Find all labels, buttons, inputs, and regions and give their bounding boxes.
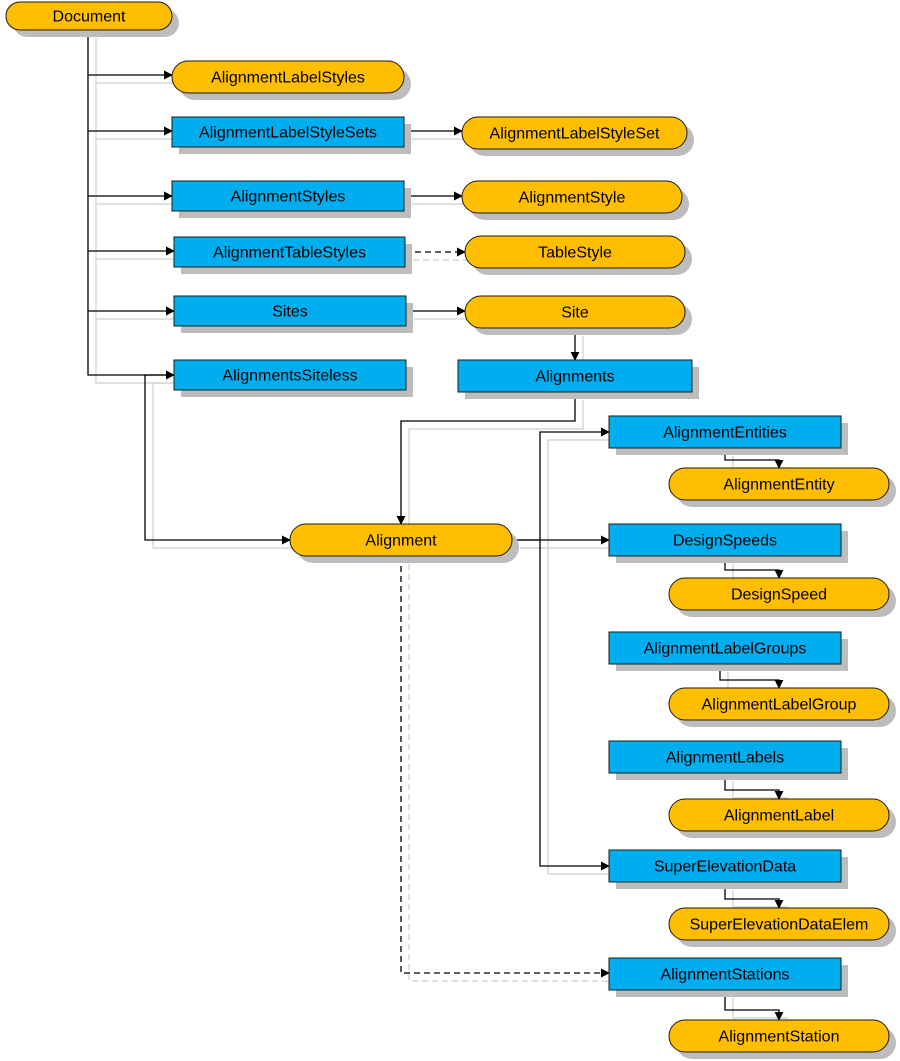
object-shape	[464, 235, 686, 269]
collection-shape	[608, 523, 842, 557]
object-shape	[668, 907, 890, 941]
connector-shadow	[408, 400, 584, 532]
node-alignment-label[interactable]: AlignmentLabel	[668, 798, 896, 838]
node-label: Alignment	[365, 533, 437, 550]
connector-shadow	[95, 259, 182, 320]
object-shape	[668, 577, 890, 611]
node-alignment-table-styles[interactable]: AlignmentTableStyles	[173, 236, 412, 274]
connector-shadow	[95, 319, 182, 384]
node-alignments[interactable]: Alignments	[457, 359, 699, 399]
object-shape	[668, 687, 890, 721]
node-label: AlignmentStyles	[231, 189, 346, 206]
collection-shape	[608, 631, 842, 665]
object-shape	[461, 116, 688, 150]
node-alignment-label-style-set[interactable]: AlignmentLabelStyleSet	[461, 116, 694, 156]
node-label: AlignmentLabelGroup	[702, 697, 857, 714]
node-label: AlignmentStations	[661, 967, 790, 984]
node-label: SuperElevationDataElem	[690, 917, 869, 934]
node-alignment[interactable]: Alignment	[289, 523, 519, 563]
node-alignment-style[interactable]: AlignmentStyle	[461, 180, 689, 220]
node-label: AlignmentTableStyles	[213, 245, 366, 262]
connector-shadow	[547, 548, 617, 875]
node-sites[interactable]: Sites	[173, 295, 413, 333]
node-label: AlignmentLabels	[666, 750, 784, 767]
connector-document-to-sites	[87, 251, 175, 316]
node-alignment-label-groups[interactable]: AlignmentLabelGroups	[608, 631, 848, 671]
collection-shape	[457, 359, 693, 393]
node-alignment-styles[interactable]: AlignmentStyles	[171, 180, 411, 218]
node-alignment-entity[interactable]: AlignmentEntity	[668, 467, 896, 507]
object-shape	[668, 467, 890, 501]
connector-alignments-to-alignment	[396, 392, 576, 525]
connector-shadow	[408, 564, 617, 982]
connector-shadow	[95, 139, 180, 205]
connector-alignment-labels-to-alignment-label	[724, 773, 784, 800]
node-label: AlignmentStation	[719, 1029, 840, 1046]
object-shape	[5, 1, 173, 31]
object-shape	[289, 523, 513, 557]
connector-shadow	[95, 38, 180, 84]
connector-document-to-alignment-styles	[87, 131, 173, 201]
node-alignment-stations[interactable]: AlignmentStations	[608, 957, 848, 997]
node-alignment-labels[interactable]: AlignmentLabels	[608, 740, 848, 780]
node-label: AlignmentLabel	[724, 808, 834, 825]
connector-shadow	[520, 439, 617, 549]
node-label: AlignmentStyle	[519, 190, 626, 207]
object-shape	[171, 60, 405, 94]
collection-shape	[171, 116, 405, 148]
node-alignments-siteless[interactable]: AlignmentsSiteless	[173, 359, 413, 397]
node-label: AlignmentEntity	[723, 477, 834, 494]
object-shape	[464, 295, 686, 329]
connector-shadow	[152, 382, 298, 549]
node-alignment-label-styles[interactable]: AlignmentLabelStyles	[171, 60, 411, 100]
node-label: AlignmentLabelStyleSets	[199, 125, 377, 142]
node-table-style[interactable]: TableStyle	[464, 235, 692, 275]
node-label: AlignmentLabelGroups	[644, 641, 807, 658]
connector-super-elevation-data-to-super-elevation-data-elem	[724, 882, 784, 909]
connector-alignment-to-alignment-entities	[512, 427, 610, 541]
collection-shape	[608, 849, 842, 883]
node-label: AlignmentLabelStyleSet	[490, 126, 660, 143]
connector-alignment-stations-to-alignment-station	[724, 990, 784, 1021]
node-label: Alignments	[535, 369, 614, 386]
collection-shape	[173, 359, 407, 391]
connector-alignments-siteless-to-alignment	[144, 374, 291, 545]
node-alignment-station[interactable]: AlignmentStation	[668, 1019, 896, 1059]
connector-alignment-to-super-elevation-data	[539, 540, 610, 871]
collection-shape	[171, 180, 405, 212]
collection-shape	[608, 740, 842, 774]
node-label: AlignmentLabelStyles	[211, 70, 365, 87]
node-super-elevation-data[interactable]: SuperElevationData	[608, 849, 848, 889]
node-alignment-entities[interactable]: AlignmentEntities	[608, 415, 848, 455]
connector-alignment-label-groups-to-alignment-label-group	[719, 664, 784, 689]
collection-shape	[173, 295, 407, 327]
connector-alignment-to-alignment-stations	[400, 556, 610, 978]
node-label: AlignmentsSiteless	[222, 368, 357, 385]
node-design-speeds[interactable]: DesignSpeeds	[608, 523, 848, 563]
node-super-elevation-data-elem[interactable]: SuperElevationDataElem	[668, 907, 896, 947]
collection-shape	[608, 415, 842, 449]
object-shape	[461, 180, 683, 214]
node-label: DesignSpeed	[731, 587, 827, 604]
node-label: AlignmentEntities	[663, 425, 787, 442]
object-shape	[668, 798, 890, 832]
node-label: DesignSpeeds	[673, 533, 777, 550]
node-site[interactable]: Site	[464, 295, 692, 335]
object-shape	[668, 1019, 890, 1053]
node-label: Document	[53, 9, 126, 26]
node-design-speed[interactable]: DesignSpeed	[668, 577, 896, 617]
node-alignment-label-style-sets[interactable]: AlignmentLabelStyleSets	[171, 116, 411, 154]
node-layer: DocumentAlignmentLabelStylesAlignmentLab…	[5, 1, 896, 1059]
node-label: TableStyle	[538, 245, 612, 262]
node-label: Sites	[272, 304, 308, 321]
collection-shape	[173, 236, 406, 268]
node-alignment-label-group[interactable]: AlignmentLabelGroup	[668, 687, 896, 727]
node-label: SuperElevationData	[654, 859, 796, 876]
connector-layer	[87, 30, 788, 1028]
node-label: Site	[561, 305, 589, 322]
connector-document-to-alignments-siteless	[87, 311, 175, 380]
collection-shape	[608, 957, 842, 991]
node-document[interactable]: Document	[5, 1, 179, 37]
